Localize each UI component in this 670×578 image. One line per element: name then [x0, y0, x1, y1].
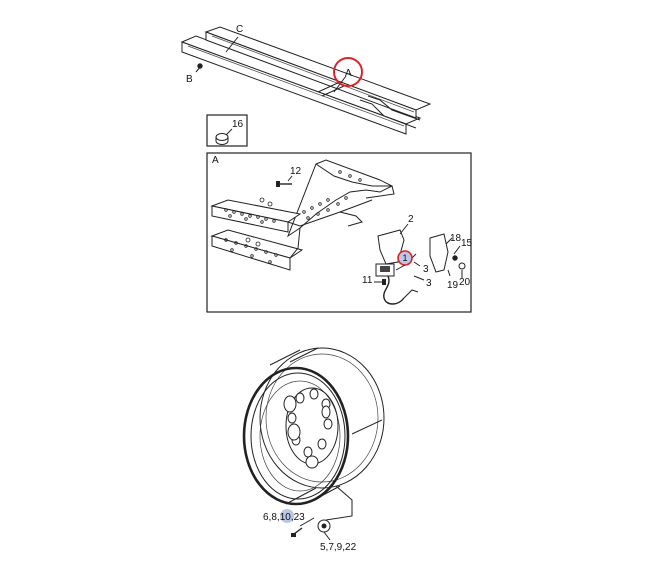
wheel-rim [242, 347, 385, 527]
callout-3a: 3 [423, 264, 429, 275]
callout-18: 18 [450, 233, 462, 244]
callout-20: 20 [459, 277, 471, 288]
inset-16: 16 [206, 114, 248, 147]
highlight-circle-a [333, 57, 363, 87]
highlight-fill-1 [398, 251, 412, 265]
callout-19: 19 [447, 280, 459, 291]
callout-16: 16 [232, 119, 244, 130]
leader-b [195, 65, 202, 73]
callout-1: 1 [403, 253, 408, 263]
callout-2: 2 [408, 214, 414, 225]
leader-c [225, 36, 239, 53]
callout-11: 11 [362, 275, 373, 286]
detail-a-label: A [212, 155, 219, 166]
callout-15: 15 [461, 238, 473, 249]
callout-a: A [345, 68, 352, 79]
callout-b: B [186, 74, 193, 85]
chassis-rails [180, 26, 432, 135]
highlight-fill-10 [280, 509, 294, 523]
detail-a-box: A [206, 152, 473, 313]
wheel-fasteners [291, 519, 331, 541]
callout-wheel-bolts: 6,8,10,23 [263, 512, 305, 523]
callout-12: 12 [290, 166, 302, 177]
callout-c: C [236, 24, 243, 35]
callout-3b: 3 [426, 278, 432, 289]
callout-wheel-nuts: 5,7,9,22 [320, 542, 357, 553]
